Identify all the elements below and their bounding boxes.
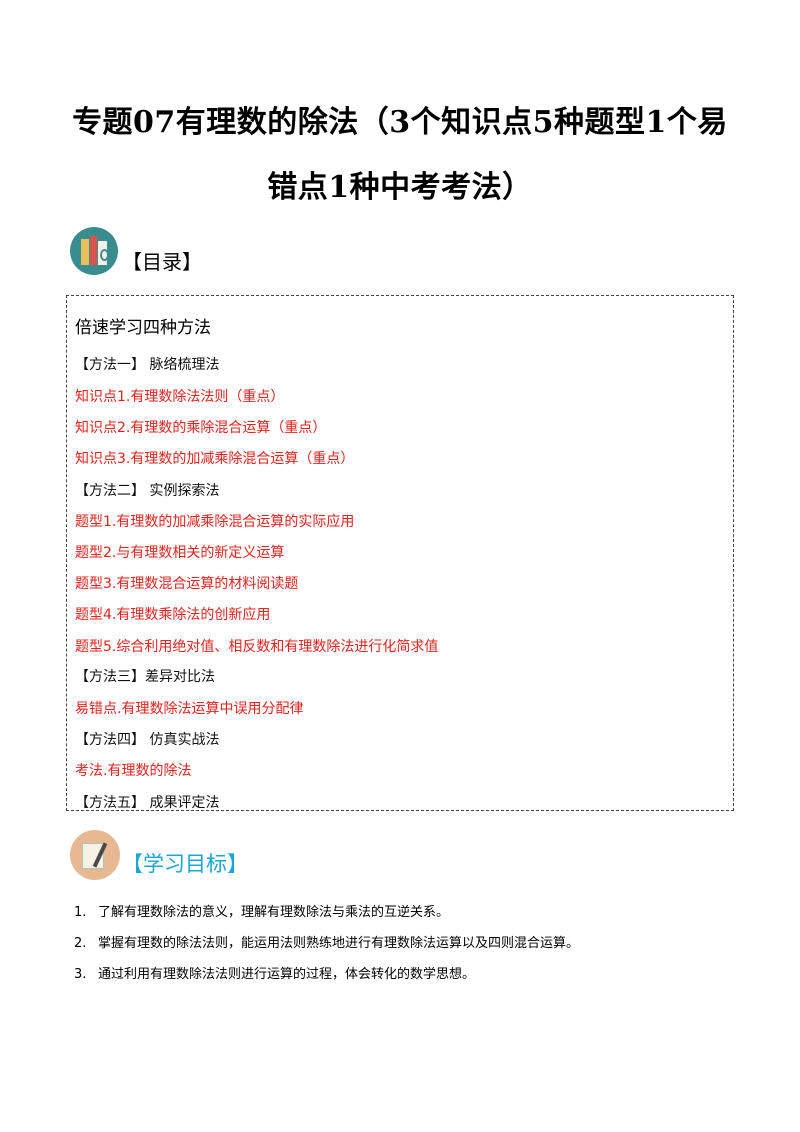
goal-item: 3. 通过利用有理数除法法则进行运算的过程，体会转化的数学思想。	[74, 963, 475, 982]
toc-heading: 倍速学习四种方法	[75, 318, 211, 338]
toc-item[interactable]: 知识点2.有理数的乘除混合运算（重点）	[75, 420, 327, 436]
goal-text: 了解有理数除法的意义，理解有理数除法与乘法的互逆关系。	[98, 905, 450, 920]
books-icon	[70, 227, 118, 275]
goal-number: 2.	[74, 936, 87, 951]
toc-item[interactable]: 题型1.有理数的加减乘除混合运算的实际应用	[75, 514, 355, 530]
document-title-line2: 错点1种中考考法）	[267, 170, 533, 205]
toc-item[interactable]: 题型3.有理数混合运算的材料阅读题	[75, 576, 299, 592]
goal-text: 通过利用有理数除法法则进行运算的过程，体会转化的数学思想。	[98, 967, 476, 982]
goal-number: 3.	[74, 967, 87, 982]
toc-item[interactable]: 【方法三】差异对比法	[75, 669, 215, 685]
toc-item[interactable]: 题型5.综合利用绝对值、相反数和有理数除法进行化简求值	[75, 639, 439, 655]
goals-label: 【学习目标】	[122, 852, 248, 876]
toc-item[interactable]: 【方法一】 脉络梳理法	[75, 357, 220, 373]
toc-label: 【目录】	[122, 250, 202, 274]
toc-item[interactable]: 【方法五】 成果评定法	[75, 795, 220, 811]
toc-item[interactable]: 题型2.与有理数相关的新定义运算	[75, 545, 285, 561]
pencil-paper-icon	[70, 830, 120, 880]
goal-text: 掌握有理数的除法法则，能运用法则熟练地进行有理数除法运算以及四则混合运算。	[98, 936, 580, 951]
toc-item[interactable]: 【方法二】 实例探索法	[75, 483, 220, 499]
toc-item[interactable]: 题型4.有理数乘除法的创新应用	[75, 607, 271, 623]
table-of-contents: 倍速学习四种方法 【方法一】 脉络梳理法知识点1.有理数除法法则（重点） 知识点2…	[66, 295, 734, 811]
toc-item[interactable]: 易错点.有理数除法运算中误用分配律	[75, 701, 304, 717]
goals-heading-row: 【学习目标】	[70, 830, 248, 880]
toc-heading-row: 【目录】	[70, 227, 202, 275]
goal-number: 1.	[74, 905, 87, 920]
goal-item: 2. 掌握有理数的除法法则，能运用法则熟练地进行有理数除法运算以及四则混合运算。	[74, 932, 579, 951]
toc-item[interactable]: 知识点1.有理数除法法则（重点）	[75, 389, 285, 405]
toc-item[interactable]: 考法.有理数的除法	[75, 763, 192, 779]
toc-item[interactable]: 【方法四】 仿真实战法	[75, 732, 220, 748]
document-title-line1: 专题07有理数的除法（3个知识点5种题型1个易	[72, 105, 728, 140]
toc-item[interactable]: 知识点3.有理数的加减乘除混合运算（重点）	[75, 451, 355, 467]
goal-item: 1. 了解有理数除法的意义，理解有理数除法与乘法的互逆关系。	[74, 901, 449, 920]
